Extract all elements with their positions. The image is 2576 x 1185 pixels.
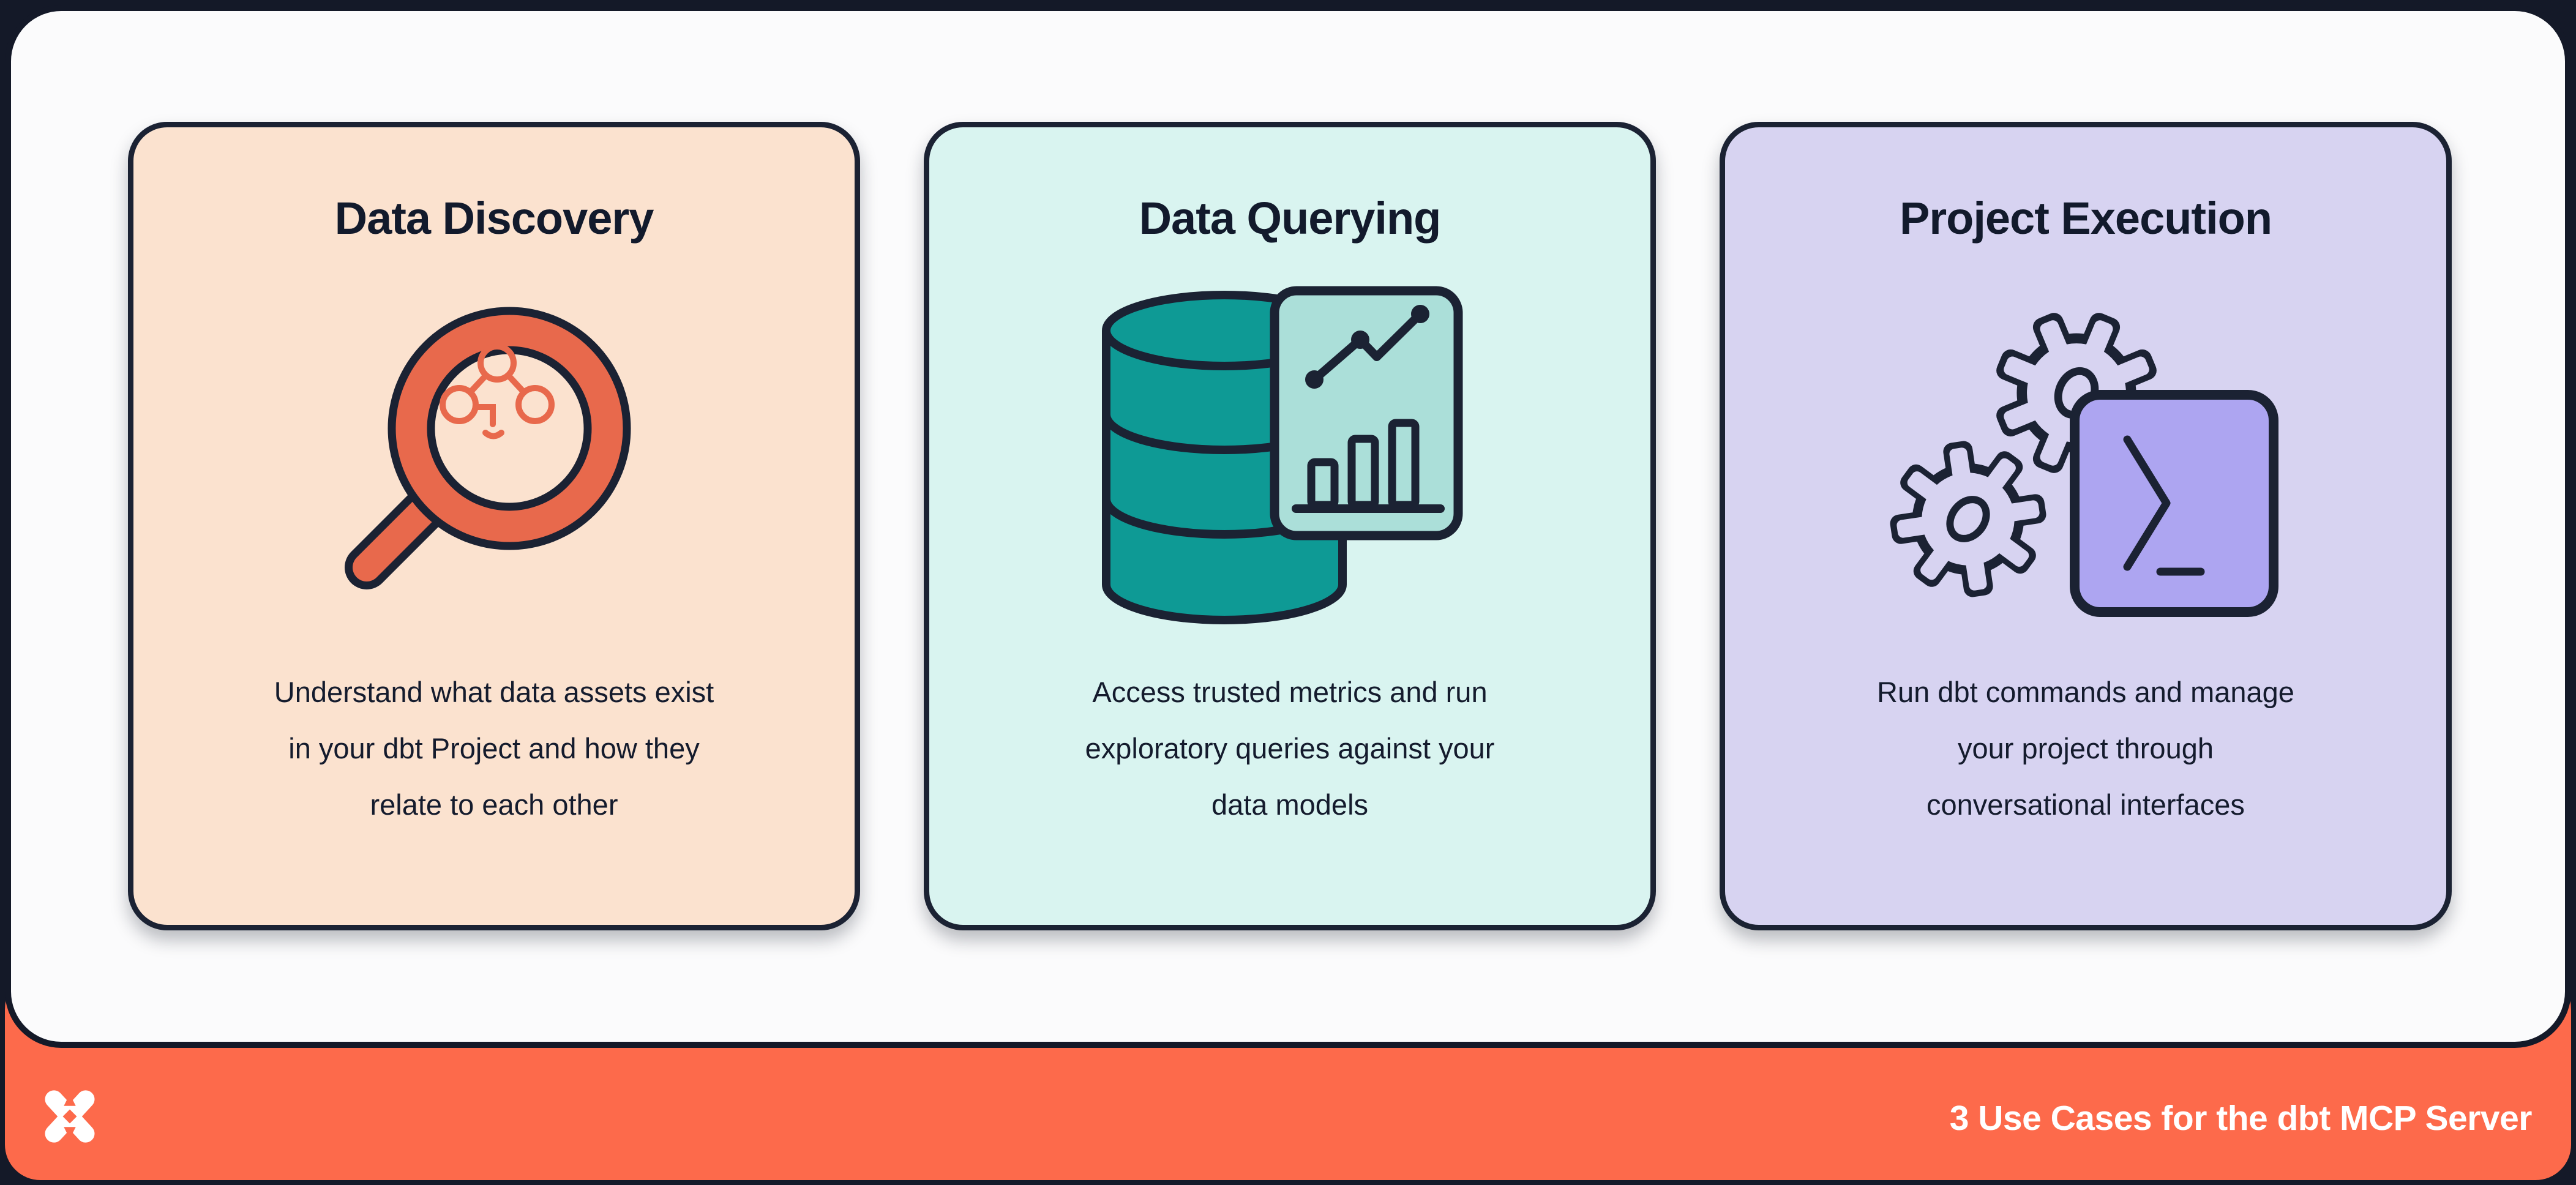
card-data-discovery: Data Discovery (128, 122, 860, 930)
magnifier-lineage-svg (345, 307, 631, 589)
magnifier-lineage-icon (170, 260, 818, 664)
database-analytics-svg (1102, 286, 1463, 624)
gears-terminal-svg (1884, 299, 2278, 624)
card-title: Project Execution (1899, 193, 2272, 244)
dbt-logo (37, 1082, 103, 1151)
card-project-execution: Project Execution (1720, 122, 2452, 930)
database-analytics-icon (966, 260, 1614, 664)
footer-title: 3 Use Cases for the dbt MCP Server (1949, 1099, 2533, 1138)
card-data-querying: Data Querying (924, 122, 1656, 930)
card-title: Data Discovery (334, 193, 654, 244)
gears-terminal-icon (1762, 260, 2409, 664)
card-title: Data Querying (1139, 193, 1442, 244)
cards-row: Data Discovery (128, 122, 2452, 930)
dbt-logo-svg (45, 1090, 95, 1143)
